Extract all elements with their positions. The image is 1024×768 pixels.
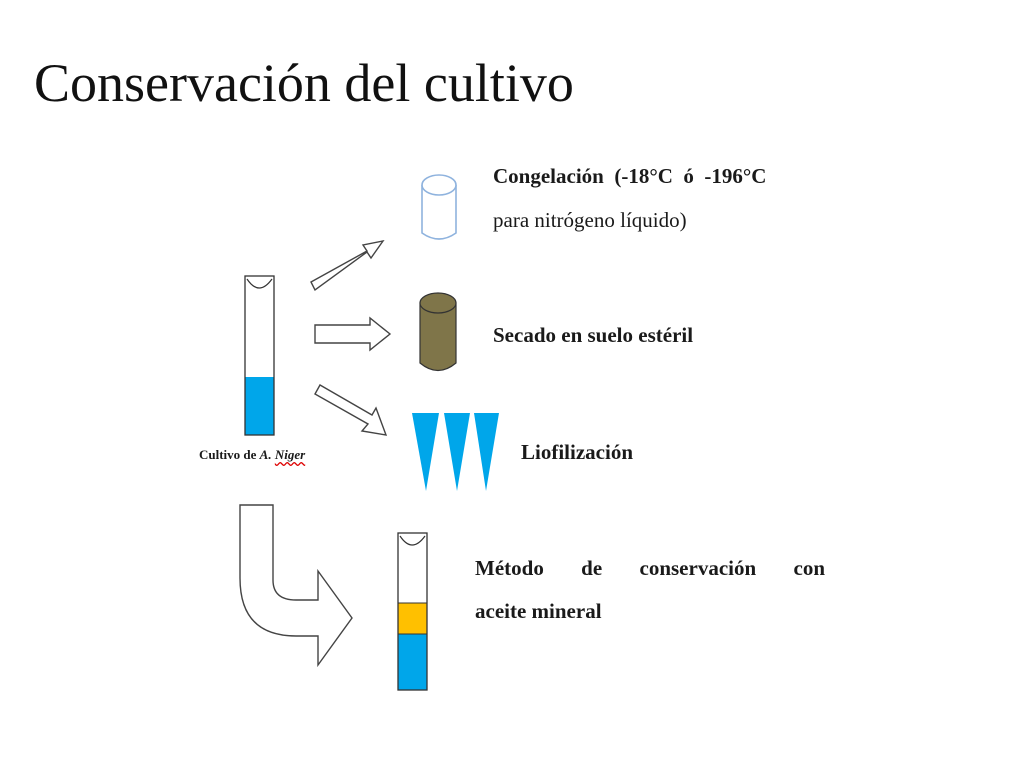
frozen-cylinder-icon — [421, 174, 457, 240]
culture-label: Cultivo de A. Niger — [199, 447, 305, 463]
mineral-oil-label-line1: Método de conservación con — [475, 556, 825, 580]
culture-medium — [398, 634, 427, 690]
culture-label-genus: A. — [259, 447, 272, 462]
culture-medium — [245, 377, 274, 435]
culture-tube-icon — [244, 275, 275, 436]
culture-label-prefix: Cultivo de — [199, 447, 257, 462]
oil-tube-icon — [397, 532, 428, 691]
curved-arrow-icon — [239, 504, 353, 668]
lyophilization-vial-icon — [444, 413, 470, 491]
culture-label-species: Niger — [274, 447, 306, 462]
soil-cylinder-icon — [419, 292, 457, 372]
arrow-icon — [310, 239, 385, 292]
mineral-oil-label-line2: aceite mineral — [475, 599, 602, 623]
arrow-icon — [314, 384, 388, 436]
arrow-icon — [314, 316, 392, 352]
lyophilization-vial-icon — [474, 413, 499, 491]
lyophilization-vial-icon — [412, 413, 439, 491]
slide-title: Conservación del cultivo — [34, 53, 574, 113]
lyophilization-label: Liofilización — [521, 440, 633, 464]
freezing-label-line1: Congelación (-18°C ó -196°C — [493, 164, 767, 188]
freezing-label-line2: para nitrógeno líquido) — [493, 208, 687, 232]
sterile-soil-label: Secado en suelo estéril — [493, 323, 694, 347]
mineral-oil-layer — [398, 603, 427, 634]
